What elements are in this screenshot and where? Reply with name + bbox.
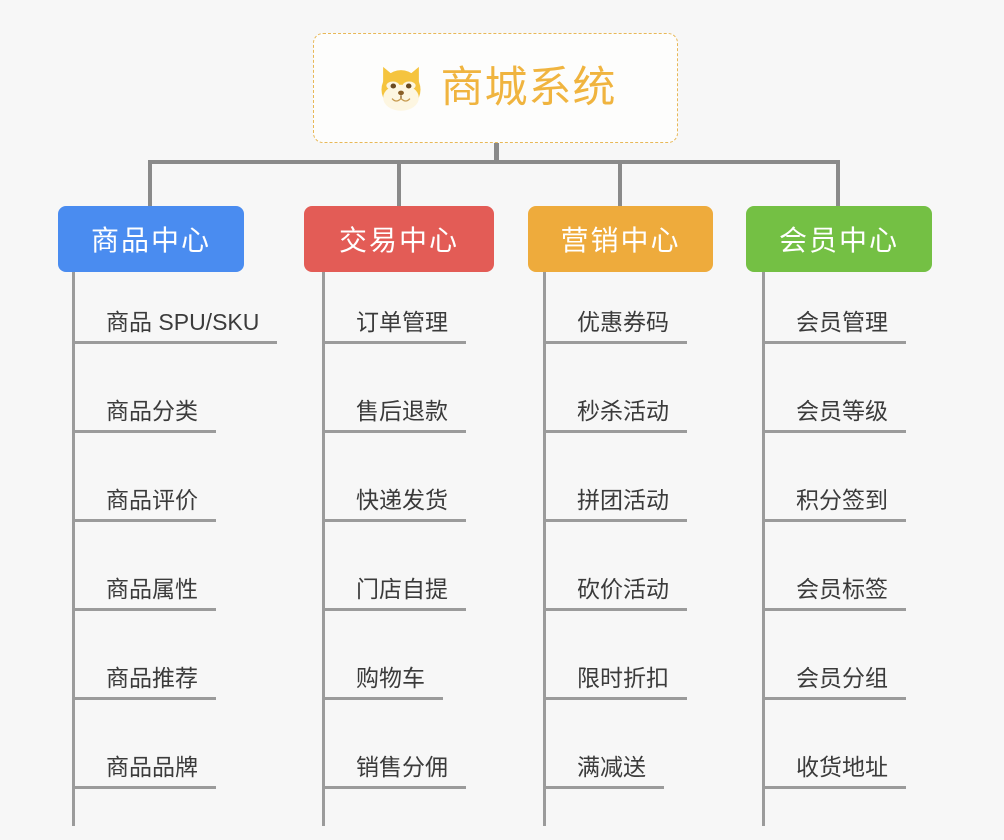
leaf-label: 收货地址 xyxy=(762,754,906,789)
leaf-item[interactable]: 优惠券码 xyxy=(543,292,687,344)
leaf-item[interactable]: 砍价活动 xyxy=(543,559,687,611)
category-label-4: 会员中心 xyxy=(778,225,899,256)
connector-drop-4 xyxy=(836,160,840,207)
leaf-item[interactable]: 商品评价 xyxy=(72,470,216,522)
leaf-label: 拼团活动 xyxy=(543,487,687,522)
connector-drop-2 xyxy=(397,160,401,207)
leaf-label: 订单管理 xyxy=(322,309,466,344)
leaf-item[interactable]: 商品分类 xyxy=(72,381,216,433)
leaf-label: 售后退款 xyxy=(322,398,466,433)
root-title: 商城系统 xyxy=(440,63,617,112)
leaf-item[interactable]: 订单管理 xyxy=(322,292,466,344)
leaf-item[interactable]: 门店自提 xyxy=(322,559,466,611)
leaf-label: 会员等级 xyxy=(762,398,906,433)
leaf-label: 商品品牌 xyxy=(72,754,216,789)
leaf-label: 商品评价 xyxy=(72,487,216,522)
leaf-item[interactable]: 会员等级 xyxy=(762,381,906,433)
leaf-label: 积分签到 xyxy=(762,487,906,522)
leaf-label: 购物车 xyxy=(322,665,443,700)
connector-bus-bar xyxy=(148,160,840,164)
leaf-label: 会员管理 xyxy=(762,309,906,344)
leaf-label: 会员标签 xyxy=(762,576,906,611)
root-node[interactable]: 商城系统 xyxy=(313,33,678,143)
leaf-label: 门店自提 xyxy=(322,576,466,611)
category-box-2[interactable]: 交易中心 xyxy=(304,206,494,272)
leaf-item[interactable]: 限时折扣 xyxy=(543,648,687,700)
category-label-3: 营销中心 xyxy=(560,225,681,256)
leaf-label: 砍价活动 xyxy=(543,576,687,611)
leaf-item[interactable]: 会员分组 xyxy=(762,648,906,700)
leaf-item[interactable]: 会员标签 xyxy=(762,559,906,611)
leaf-spine-2 xyxy=(322,272,325,826)
leaf-item[interactable]: 商品推荐 xyxy=(72,648,216,700)
leaf-label: 会员分组 xyxy=(762,665,906,700)
dog-face-icon xyxy=(375,62,427,114)
leaf-item[interactable]: 会员管理 xyxy=(762,292,906,344)
leaf-item[interactable]: 商品属性 xyxy=(72,559,216,611)
connector-drop-3 xyxy=(618,160,622,207)
leaf-spine-1 xyxy=(72,272,75,826)
leaf-item[interactable]: 拼团活动 xyxy=(543,470,687,522)
leaf-item[interactable]: 秒杀活动 xyxy=(543,381,687,433)
leaf-item[interactable]: 购物车 xyxy=(322,648,443,700)
leaf-spine-3 xyxy=(543,272,546,826)
connector-drop-1 xyxy=(148,160,152,207)
leaf-label: 秒杀活动 xyxy=(543,398,687,433)
category-label-1: 商品中心 xyxy=(90,225,211,256)
leaf-item[interactable]: 售后退款 xyxy=(322,381,466,433)
leaf-label: 快递发货 xyxy=(322,487,466,522)
leaf-item[interactable]: 收货地址 xyxy=(762,737,906,789)
leaf-label: 商品分类 xyxy=(72,398,216,433)
leaf-item[interactable]: 积分签到 xyxy=(762,470,906,522)
category-box-4[interactable]: 会员中心 xyxy=(746,206,932,272)
leaf-item[interactable]: 商品品牌 xyxy=(72,737,216,789)
category-box-3[interactable]: 营销中心 xyxy=(528,206,713,272)
leaf-spine-4 xyxy=(762,272,765,826)
leaf-label: 优惠券码 xyxy=(543,309,687,344)
leaf-label: 销售分佣 xyxy=(322,754,466,789)
connector-root-stem xyxy=(494,143,499,164)
leaf-label: 商品 SPU/SKU xyxy=(72,309,278,344)
leaf-item[interactable]: 快递发货 xyxy=(322,470,466,522)
leaf-item[interactable]: 满减送 xyxy=(543,737,664,789)
leaf-item[interactable]: 销售分佣 xyxy=(322,737,466,789)
leaf-label: 商品属性 xyxy=(72,576,216,611)
leaf-label: 满减送 xyxy=(543,754,664,789)
category-box-1[interactable]: 商品中心 xyxy=(58,206,244,272)
leaf-item[interactable]: 商品 SPU/SKU xyxy=(72,292,278,344)
leaf-label: 商品推荐 xyxy=(72,665,216,700)
category-label-2: 交易中心 xyxy=(338,225,459,256)
leaf-label: 限时折扣 xyxy=(543,665,687,700)
